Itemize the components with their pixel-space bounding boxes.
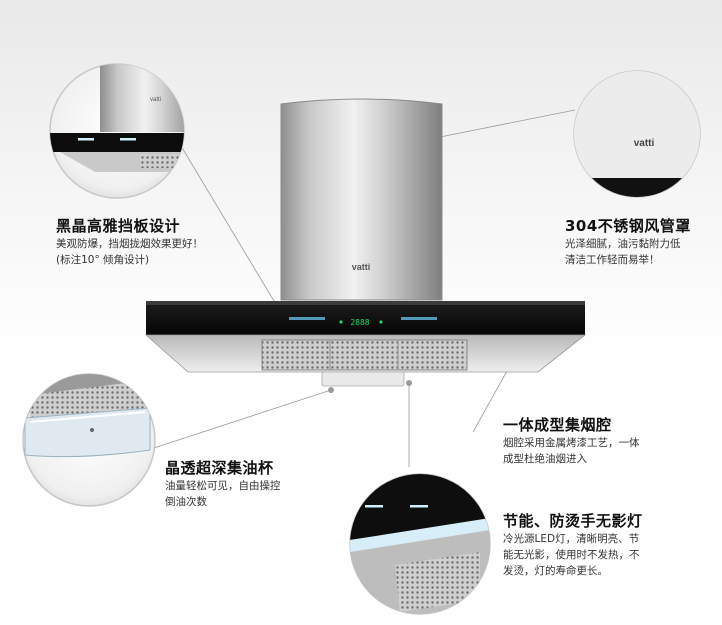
callout-line-panel bbox=[180, 145, 278, 307]
duct-detail-bubble: vatti bbox=[573, 70, 701, 198]
feature-duct-line-2: 清洁工作轻而易举！ bbox=[565, 254, 660, 266]
light-detail-bubble bbox=[349, 473, 491, 615]
feature-cavity-title: 一体成型集烟腔 bbox=[503, 416, 612, 434]
feature-light-line-2: 能无光影，使用时不发热，不 bbox=[503, 549, 640, 561]
hood-logo: vatti bbox=[352, 262, 371, 272]
led-right bbox=[401, 317, 437, 320]
callout-line-oilcup bbox=[153, 389, 332, 449]
feature-cavity-line-2: 成型杜绝油烟进入 bbox=[503, 453, 587, 465]
feature-duct-line-1: 光泽细腻，油污黏附力低 bbox=[565, 238, 681, 250]
feature-light-line-1: 冷光源LED灯，清晰明亮、节 bbox=[503, 533, 640, 545]
feature-panel-line-1: 美观防爆，挡烟拢烟效果更好！ bbox=[56, 238, 203, 250]
feature-panel-title: 黑晶高雅挡板设计 bbox=[56, 217, 181, 235]
glass-panel bbox=[146, 301, 585, 335]
duct-cover bbox=[280, 98, 443, 301]
feature-oilcup-line-1: 油量轻松可见，自由操控 bbox=[165, 480, 281, 492]
feature-duct-title: 304不锈钢风管罩 bbox=[565, 217, 691, 235]
feature-panel: 黑晶高雅挡板设计 美观防爆，挡烟拢烟效果更好！ (标注10° 倾角设计) bbox=[56, 215, 203, 268]
panel-detail-bubble: vatti bbox=[49, 63, 185, 199]
feature-oilcup: 晶透超深集油杯 油量轻松可见，自由操控 倒油次数 bbox=[165, 457, 281, 510]
feature-light-title: 节能、防烫手无影灯 bbox=[503, 512, 643, 530]
oilcup-detail-bubble bbox=[22, 373, 156, 507]
filter-mesh bbox=[261, 339, 468, 371]
svg-text:vatti: vatti bbox=[634, 138, 655, 149]
oil-cup bbox=[321, 371, 405, 387]
svg-text:vatti: vatti bbox=[150, 97, 161, 103]
feature-light: 节能、防烫手无影灯 冷光源LED灯，清晰明亮、节 能无光影，使用时不发热，不 发… bbox=[503, 510, 643, 579]
display-readout: 2888 bbox=[350, 318, 369, 327]
callout-line-duct bbox=[419, 109, 576, 142]
feature-oilcup-line-2: 倒油次数 bbox=[165, 496, 207, 508]
led-left bbox=[289, 317, 325, 320]
feature-oilcup-title: 晶透超深集油杯 bbox=[165, 459, 274, 477]
range-hood: vatti 2888 bbox=[144, 98, 587, 387]
feature-cavity-line-1: 烟腔采用金属烤漆工艺，一体 bbox=[503, 437, 640, 449]
callout-line-cavity bbox=[472, 361, 513, 433]
feature-duct: 304不锈钢风管罩 光泽细腻，油污黏附力低 清洁工作轻而易举！ bbox=[565, 215, 691, 268]
feature-cavity: 一体成型集烟腔 烟腔采用金属烤漆工艺，一体 成型杜绝油烟进入 bbox=[503, 414, 640, 467]
feature-light-line-3: 发烫，灯的寿命更长。 bbox=[503, 565, 608, 577]
feature-panel-line-2: (标注10° 倾角设计) bbox=[56, 254, 150, 266]
